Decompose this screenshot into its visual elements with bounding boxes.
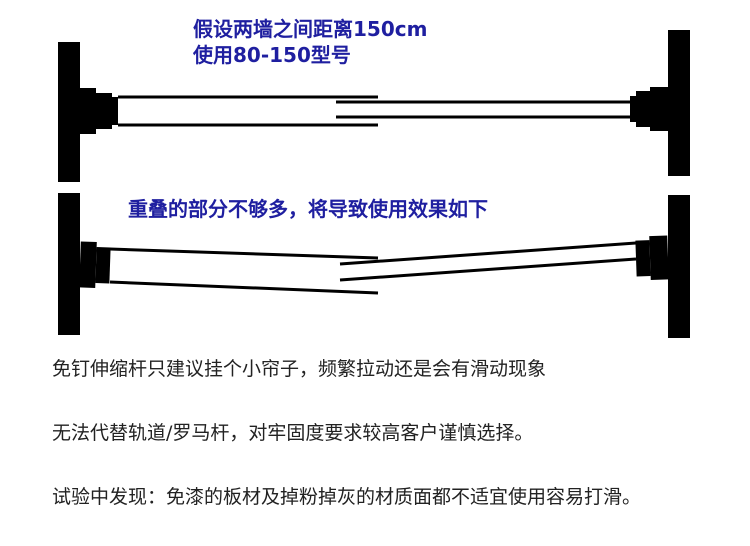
left-wall-top <box>58 42 80 182</box>
caption-top-line2: 使用80-150型号 <box>193 43 351 67</box>
left-rod-bottom <box>109 247 379 295</box>
diagram-caption-top: 假设两墙之间距离150cm 使用80-150型号 <box>193 16 427 68</box>
note-text: 试验中发现：免漆的板材及掉粉掉灰的材质面都不适宜使用容易打滑。 <box>52 486 642 508</box>
left-wall-bottom <box>58 193 80 335</box>
caption-top-line1: 假设两墙之间距离150cm <box>193 17 428 41</box>
note-text: 免钉伸缩杆只建议挂个小帘子，频繁拉动还是会有滑动现象 <box>52 358 547 380</box>
right-end-cap-bottom <box>635 235 669 281</box>
right-rod-bottom <box>339 241 637 282</box>
right-wall-top <box>668 30 690 176</box>
left-rod-top <box>118 95 378 127</box>
right-wall-bottom <box>668 195 690 338</box>
right-rod-top <box>336 100 630 119</box>
right-end-cap-top <box>630 87 668 131</box>
left-end-cap-bottom <box>79 241 111 288</box>
rod-overlap-diagram <box>58 30 690 338</box>
note-text: 无法代替轨道/罗马杆，对牢固度要求较高客户谨慎选择。 <box>52 422 534 444</box>
left-end-cap-top <box>80 88 118 134</box>
diagram-caption-bottom: 重叠的部分不够多，将导致使用效果如下 <box>128 197 488 221</box>
